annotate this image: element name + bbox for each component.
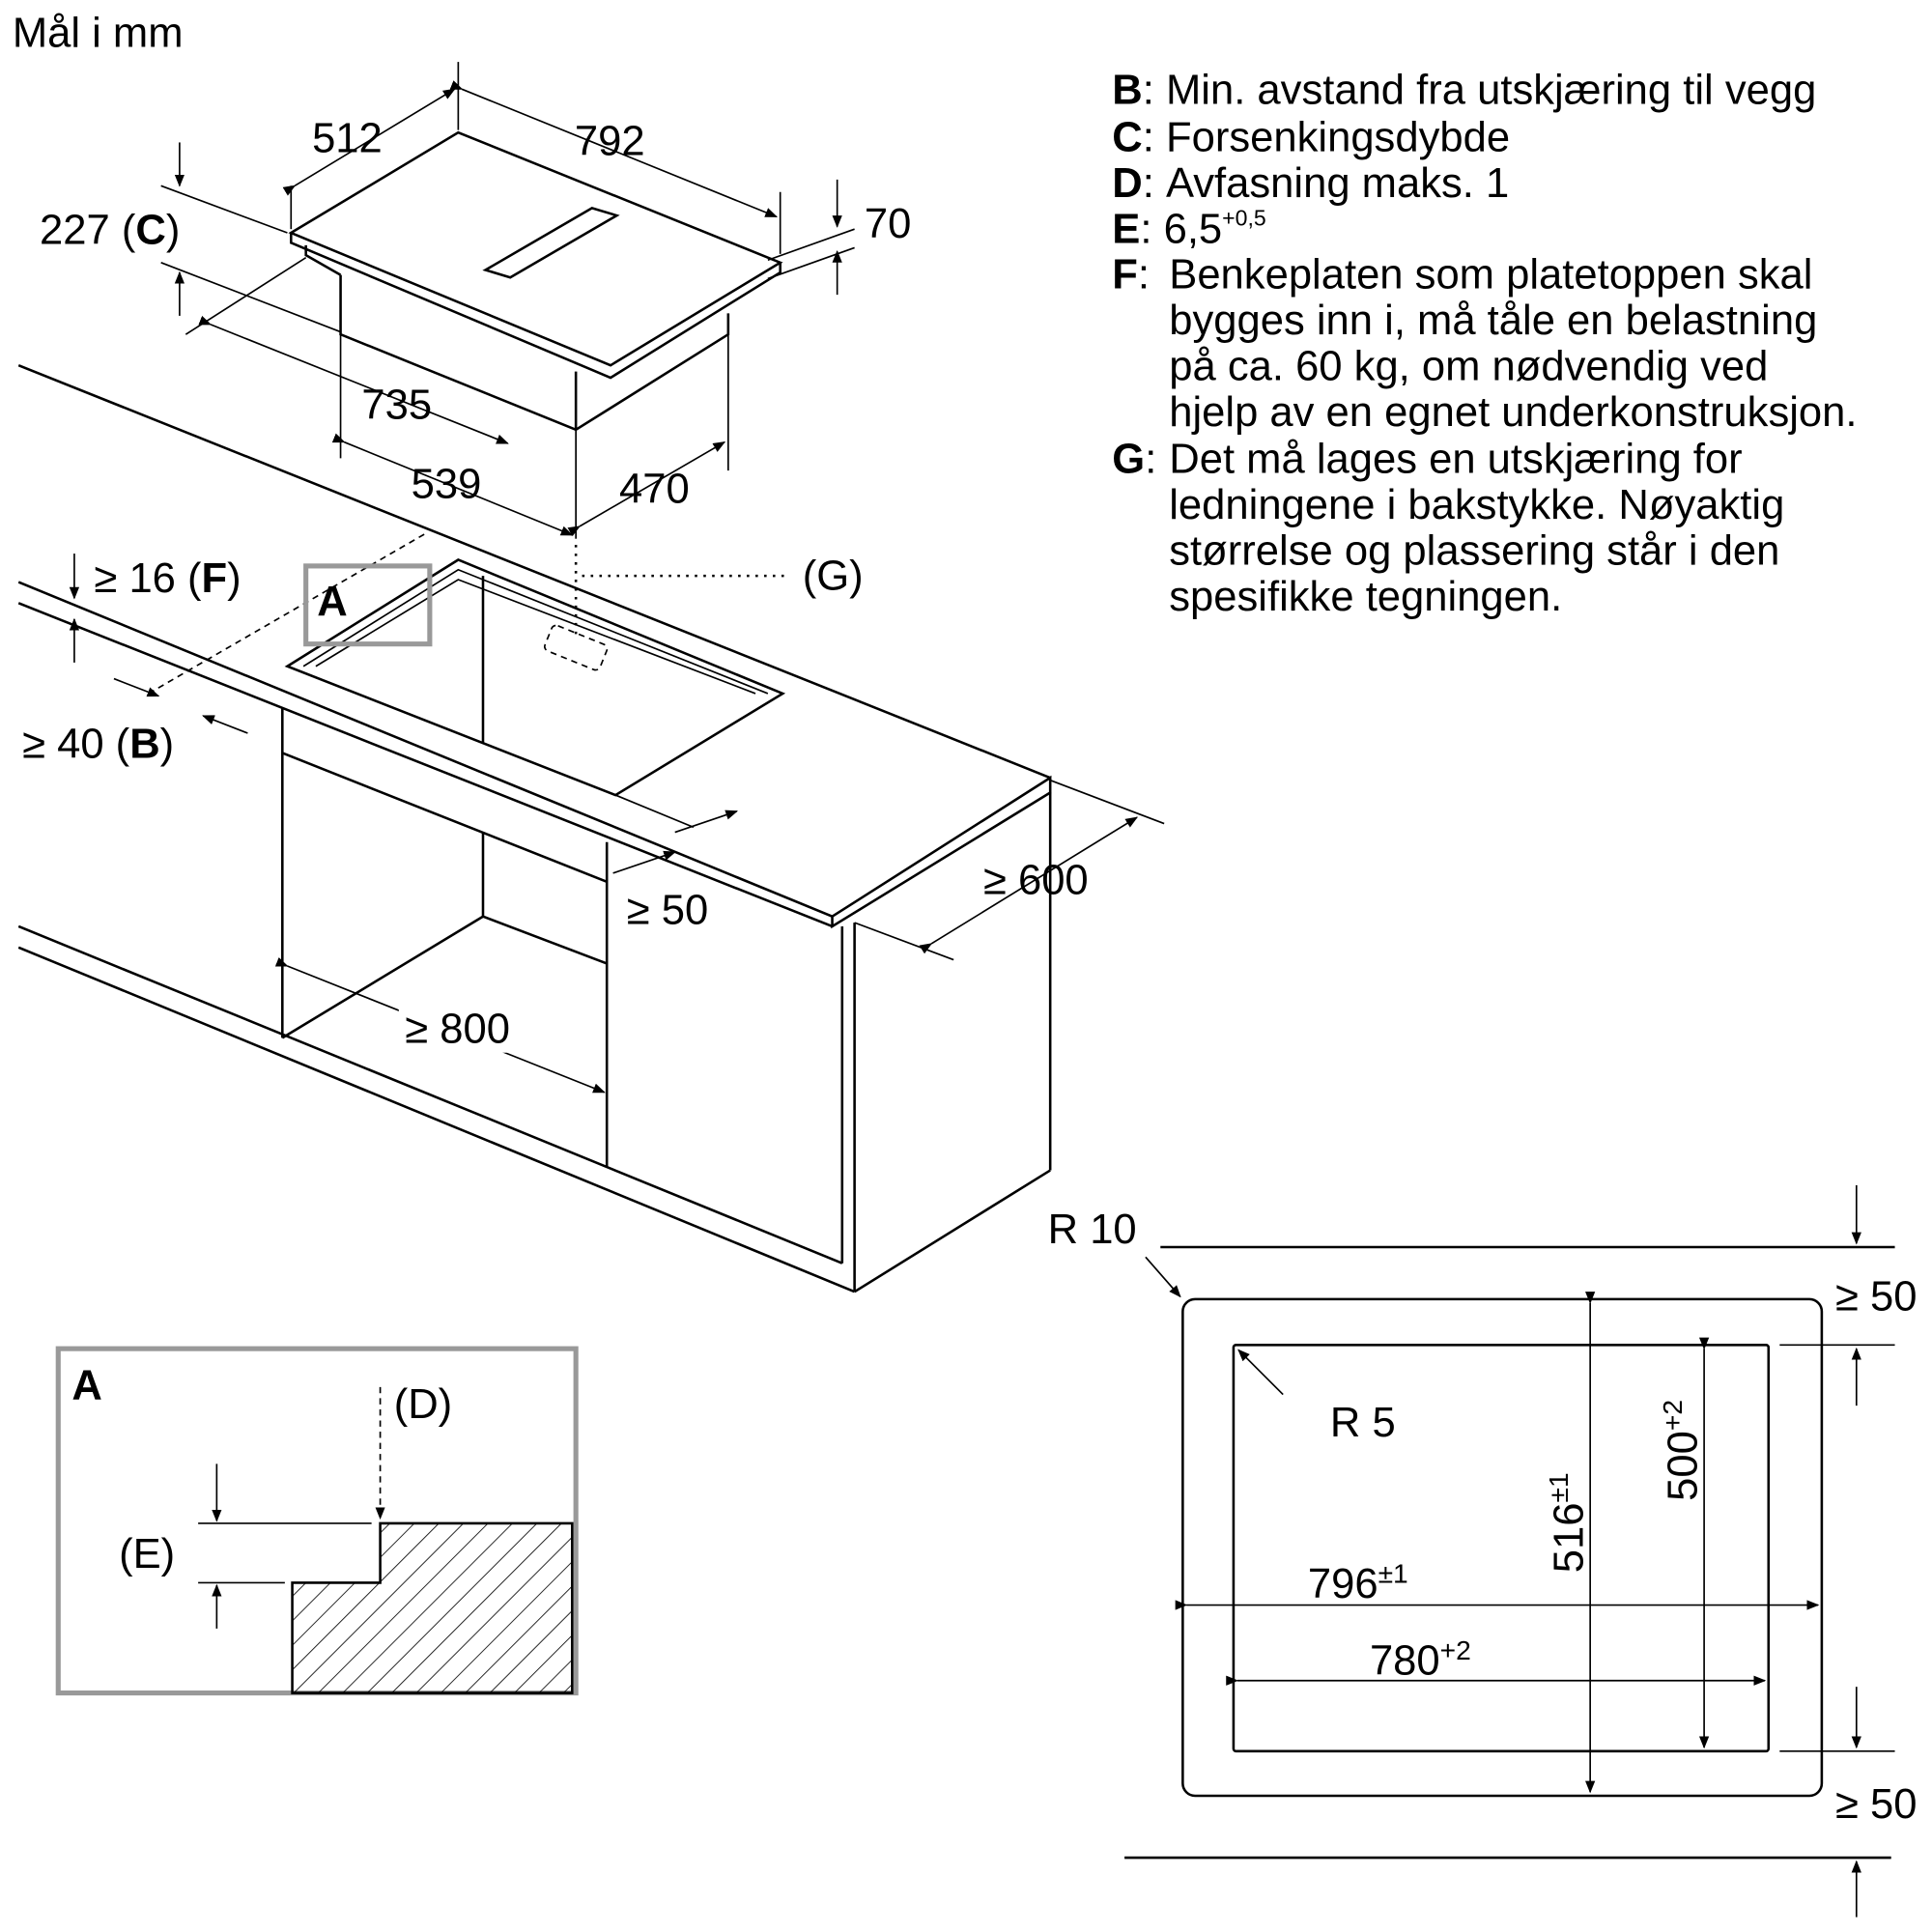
svg-text:Det må lages en utskjæring for: Det må lages en utskjæring for — [1169, 437, 1742, 483]
svg-text:hjelp av en egnet underkonstru: hjelp av en egnet underkonstruksjon. — [1169, 389, 1857, 436]
svg-text:≥ 50: ≥ 50 — [627, 887, 708, 933]
svg-text:F:: F: — [1112, 252, 1150, 298]
countertop-drawing: (G) A ≥ 16 (F) ≥ 40 (B) ≥ 50 ≥ 600 ≥ 800 — [17, 364, 1165, 1293]
units-title: Mål i mm — [13, 11, 184, 57]
svg-text:(D): (D) — [394, 1381, 453, 1428]
svg-text:≥ 600: ≥ 600 — [983, 858, 1089, 904]
svg-text:spesifikke tegningen.: spesifikke tegningen. — [1169, 574, 1562, 620]
svg-text:470: 470 — [619, 467, 690, 513]
svg-text:780+2: 780+2 — [1370, 1634, 1471, 1684]
detail-a-marker — [303, 563, 433, 647]
svg-text:E: 6,5+0,5: E: 6,5+0,5 — [1112, 205, 1265, 252]
svg-text:(E): (E) — [119, 1531, 175, 1577]
svg-text:størrelse og plassering står i: størrelse og plassering står i den — [1169, 528, 1779, 575]
svg-text:539: 539 — [412, 461, 482, 507]
svg-text:500+2: 500+2 — [1657, 1400, 1706, 1501]
svg-text:516±1: 516±1 — [1543, 1472, 1592, 1573]
svg-text:≥ 800: ≥ 800 — [405, 1006, 510, 1052]
svg-text:792: 792 — [575, 118, 645, 164]
svg-text:735: 735 — [361, 382, 432, 428]
svg-text:ledningene i bakstykke. Nøyakt: ledningene i bakstykke. Nøyaktig — [1169, 482, 1784, 528]
hob-drawing: 512 792 227 (C) 70 735 539 470 — [40, 62, 911, 539]
svg-text:227 (C): 227 (C) — [40, 208, 180, 254]
svg-text:70: 70 — [865, 201, 911, 247]
svg-text:D: Avfasning maks. 1: D: Avfasning maks. 1 — [1112, 160, 1509, 207]
cutout-plan: R 10 R 5 796±1 780+2 516±1 500+2 ≥ 50 ≥ … — [1048, 1184, 1918, 1918]
svg-text:C: Forsenkingsdybde: C: Forsenkingsdybde — [1112, 114, 1510, 160]
svg-text:≥ 50: ≥ 50 — [1835, 1273, 1918, 1320]
legend: B: Min. avstand fra utskjæring til vegg … — [1112, 68, 1857, 620]
svg-text:796±1: 796±1 — [1308, 1557, 1408, 1606]
svg-text:Benkeplaten som platetoppen sk: Benkeplaten som platetoppen skal — [1169, 252, 1812, 298]
svg-text:≥ 50: ≥ 50 — [1835, 1781, 1918, 1828]
svg-text:R 10: R 10 — [1048, 1207, 1137, 1253]
svg-text:A: A — [317, 579, 347, 625]
svg-text:R 5: R 5 — [1330, 1400, 1396, 1446]
svg-text:på ca. 60 kg, om nødvendig ved: på ca. 60 kg, om nødvendig ved — [1169, 344, 1768, 390]
svg-text:A: A — [71, 1363, 101, 1409]
svg-text:(G): (G) — [803, 553, 864, 599]
svg-text:G:: G: — [1112, 437, 1156, 483]
svg-text:512: 512 — [312, 116, 383, 162]
svg-text:≥ 40 (B): ≥ 40 (B) — [22, 722, 174, 768]
svg-text:bygges inn i, må tåle en belas: bygges inn i, må tåle en belastning — [1169, 298, 1817, 344]
svg-text:B: Min. avstand fra utskjæring: B: Min. avstand fra utskjæring til vegg — [1112, 68, 1816, 114]
svg-text:≥ 16 (F): ≥ 16 (F) — [94, 555, 241, 602]
detail-a: A (D) (E) — [55, 1346, 579, 1696]
